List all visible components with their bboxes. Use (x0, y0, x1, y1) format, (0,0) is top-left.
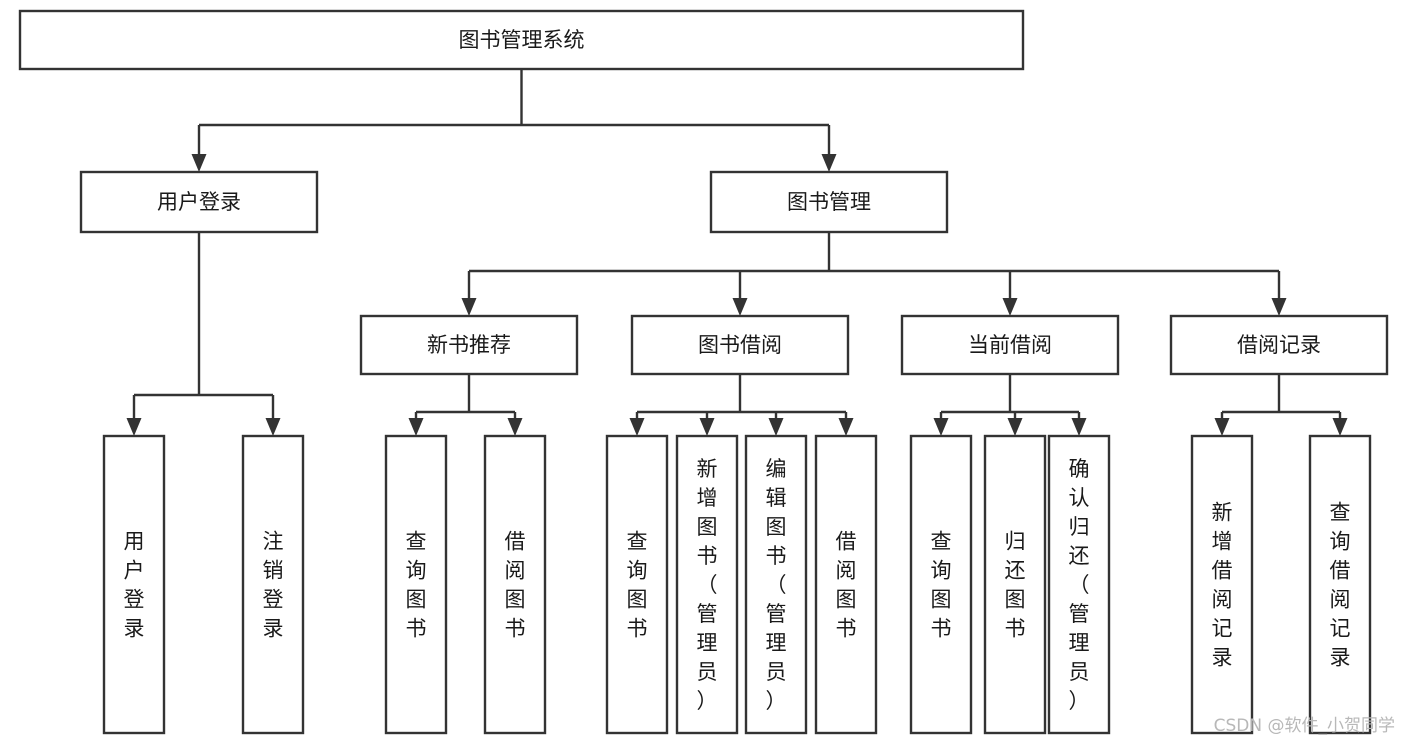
node-leaf-edit-book[interactable]: 编辑图书（管理员） (744, 434, 808, 735)
arrow-head (126, 418, 142, 436)
node-label-new-book-rec: 新书推荐 (427, 333, 511, 357)
arrow-head (1071, 418, 1087, 436)
node-label-leaf-query-b3: 查询图书 (931, 530, 952, 641)
arrow-head (699, 418, 715, 436)
node-label-current-borrow: 当前借阅 (968, 333, 1052, 357)
arrow-head (732, 298, 748, 316)
node-box-new-book-rec (359, 314, 579, 376)
node-leaf-return-book[interactable]: 归还图书 (983, 434, 1047, 735)
node-leaf-borrow-b2[interactable]: 借阅图书 (814, 434, 878, 735)
node-label-leaf-user-login: 用户登录 (124, 530, 145, 641)
arrow-head (191, 154, 207, 172)
node-label-borrow-record: 借阅记录 (1237, 333, 1321, 357)
node-label-leaf-query-record: 查询借阅记录 (1330, 501, 1351, 670)
node-label-leaf-query-b1: 查询图书 (406, 530, 427, 641)
node-label-user-login: 用户登录 (157, 190, 241, 214)
node-leaf-borrow-b1[interactable]: 借阅图书 (483, 434, 547, 735)
arrow-head (629, 418, 645, 436)
arrow-head (933, 418, 949, 436)
node-box-leaf-edit-book (744, 434, 808, 735)
arrow-head (461, 298, 477, 316)
arrow-head (838, 418, 854, 436)
arrow-head (1214, 418, 1230, 436)
node-label-leaf-edit-book: 编辑图书（管理员） (766, 457, 787, 713)
node-box-book-manage (709, 170, 949, 234)
node-leaf-add-book[interactable]: 新增图书（管理员） (675, 434, 739, 735)
node-box-leaf-user-login (102, 434, 166, 735)
node-box-leaf-query-b2 (605, 434, 669, 735)
arrow-head (1002, 298, 1018, 316)
node-box-leaf-query-record (1308, 434, 1372, 735)
node-boxes: 图书管理系统用户登录图书管理新书推荐图书借阅当前借阅借阅记录用户登录注销登录查询… (18, 9, 1389, 735)
node-current-borrow[interactable]: 当前借阅 (900, 314, 1120, 376)
node-box-leaf-query-b1 (384, 434, 448, 735)
node-label-leaf-borrow-b2: 借阅图书 (836, 530, 857, 641)
node-box-book-borrow (630, 314, 850, 376)
node-leaf-confirm-ret[interactable]: 确认归还（管理员） (1047, 434, 1111, 735)
node-label-leaf-add-book: 新增图书（管理员） (697, 457, 718, 713)
node-root[interactable]: 图书管理系统 (18, 9, 1025, 71)
node-leaf-query-record[interactable]: 查询借阅记录 (1308, 434, 1372, 735)
node-label-book-borrow: 图书借阅 (698, 333, 782, 357)
node-book-manage[interactable]: 图书管理 (709, 170, 949, 234)
node-label-leaf-borrow-b1: 借阅图书 (505, 530, 526, 641)
node-label-book-manage: 图书管理 (787, 190, 871, 214)
node-box-root (18, 9, 1025, 71)
node-leaf-query-b2[interactable]: 查询图书 (605, 434, 669, 735)
node-book-borrow[interactable]: 图书借阅 (630, 314, 850, 376)
arrow-head (507, 418, 523, 436)
node-box-leaf-logout (241, 434, 305, 735)
node-label-leaf-return-book: 归还图书 (1005, 530, 1026, 641)
node-leaf-query-b1[interactable]: 查询图书 (384, 434, 448, 735)
arrow-head (408, 418, 424, 436)
arrow-head (1332, 418, 1348, 436)
arrow-head (768, 418, 784, 436)
node-label-leaf-confirm-ret: 确认归还（管理员） (1069, 457, 1090, 713)
node-box-leaf-add-record (1190, 434, 1254, 735)
csdn-watermark: CSDN @软件_小贺同学 (1214, 716, 1395, 736)
node-label-root: 图书管理系统 (459, 28, 585, 52)
arrow-head (265, 418, 281, 436)
node-box-leaf-borrow-b1 (483, 434, 547, 735)
node-label-leaf-query-b2: 查询图书 (627, 530, 648, 641)
node-leaf-query-b3[interactable]: 查询图书 (909, 434, 973, 735)
node-leaf-add-record[interactable]: 新增借阅记录 (1190, 434, 1254, 735)
arrow-head (1271, 298, 1287, 316)
node-box-leaf-return-book (983, 434, 1047, 735)
arrow-head (1007, 418, 1023, 436)
node-box-leaf-confirm-ret (1047, 434, 1111, 735)
node-user-login[interactable]: 用户登录 (79, 170, 319, 234)
node-new-book-rec[interactable]: 新书推荐 (359, 314, 579, 376)
node-label-leaf-logout: 注销登录 (263, 530, 284, 641)
node-box-leaf-add-book (675, 434, 739, 735)
node-box-current-borrow (900, 314, 1120, 376)
node-leaf-logout[interactable]: 注销登录 (241, 434, 305, 735)
node-box-leaf-query-b3 (909, 434, 973, 735)
node-label-leaf-add-record: 新增借阅记录 (1212, 501, 1233, 670)
node-borrow-record[interactable]: 借阅记录 (1169, 314, 1389, 376)
node-box-leaf-borrow-b2 (814, 434, 878, 735)
arrow-head (821, 154, 837, 172)
connector-lines (126, 69, 1348, 436)
node-box-borrow-record (1169, 314, 1389, 376)
node-leaf-user-login[interactable]: 用户登录 (102, 434, 166, 735)
node-box-user-login (79, 170, 319, 234)
